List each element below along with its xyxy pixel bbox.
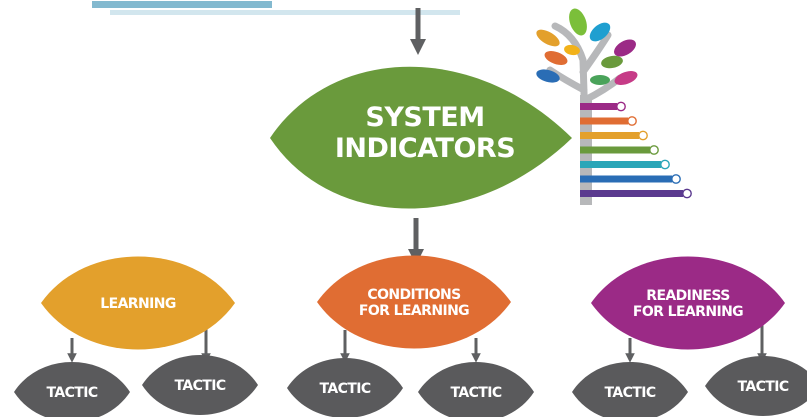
learning-tactic-1: TACTIC xyxy=(14,362,130,417)
top-caption-blur-2 xyxy=(110,10,460,15)
tree-graphic xyxy=(536,8,692,205)
tree-band-7 xyxy=(580,188,692,199)
system-indicators-line2: INDICATORS xyxy=(335,133,515,164)
tree-band-bar xyxy=(580,132,639,139)
tree-band-badge xyxy=(649,145,659,155)
learning-tactic-1-leaf xyxy=(14,362,130,417)
tree-leaf xyxy=(590,75,610,85)
tree-band-badge xyxy=(627,116,637,126)
learning-tactic-2-label: TACTIC xyxy=(174,378,225,394)
tree-band-bar xyxy=(580,190,683,197)
top-caption xyxy=(92,1,460,15)
conditions-tactic-1-leaf xyxy=(287,358,403,417)
tree-leaf xyxy=(614,39,636,57)
readiness-tactic-2: TACTIC xyxy=(705,356,807,416)
system-indicators-leaf xyxy=(270,66,572,209)
tree-band-badge xyxy=(638,130,648,141)
learning-tactic-2-leaf xyxy=(142,355,258,415)
readiness-label-line-2: FOR LEARNING xyxy=(633,304,743,320)
tree-band-1 xyxy=(580,101,626,112)
readiness-tactic-2-label: TACTIC xyxy=(737,379,788,395)
learning-leaf xyxy=(41,256,235,350)
tree-band-6 xyxy=(580,174,681,184)
branch-learning: LEARNING TACTIC TACTIC xyxy=(14,256,258,417)
learning-tactic-1-label: TACTIC xyxy=(46,385,97,401)
learning-label-line-1: LEARNING xyxy=(100,296,176,312)
tree-band-bar xyxy=(580,175,672,183)
conditions-tactic-2-label: TACTIC xyxy=(450,385,501,401)
learning-tactic-2: TACTIC xyxy=(142,355,258,415)
tree-band-5 xyxy=(580,159,670,170)
tree-band-2 xyxy=(580,116,637,126)
readiness-tactic-1-label: TACTIC xyxy=(604,385,655,401)
conditions-label-line-1: CONDITIONS xyxy=(367,287,461,303)
tree-leaf xyxy=(564,44,580,56)
conditions-tactic-1: TACTIC xyxy=(287,358,403,417)
tree-band-bar xyxy=(580,117,628,125)
tree-leaf xyxy=(569,8,587,36)
conditions-tactic-2: TACTIC xyxy=(418,362,534,417)
readiness-tactic-1: TACTIC xyxy=(572,362,688,417)
tree-band-badge xyxy=(660,159,670,170)
tree-leaf xyxy=(544,51,568,65)
readiness-leaf xyxy=(591,256,785,350)
system-indicators-line1: SYSTEM xyxy=(365,102,484,133)
tree-leaf xyxy=(614,71,638,85)
tree-leaf xyxy=(589,22,611,42)
readiness-tactic-1-leaf xyxy=(572,362,688,417)
system-indicators-node: SYSTEM INDICATORS xyxy=(270,66,572,209)
tree-leaf xyxy=(601,55,623,69)
tree-leaf xyxy=(536,69,560,83)
readiness-tactic-2-leaf xyxy=(705,356,807,416)
tree-leaf xyxy=(536,29,560,47)
tree-band-badge xyxy=(682,188,692,199)
tree-band-badge xyxy=(616,101,626,112)
tree-band-3 xyxy=(580,130,648,141)
tree-band-bar xyxy=(580,103,617,110)
tree-band-bar xyxy=(580,161,661,168)
tree-band-badge xyxy=(671,174,681,184)
conditions-tactic-1-label: TACTIC xyxy=(319,381,370,397)
conditions-label-line-2: FOR LEARNING xyxy=(359,303,469,319)
tree-band-4 xyxy=(580,145,659,155)
readiness-label-line-1: READINESS xyxy=(646,288,730,304)
tree-trunk xyxy=(546,22,624,194)
tree-band-bar xyxy=(580,146,650,154)
top-caption-blur-1 xyxy=(92,1,272,8)
conditions-leaf xyxy=(317,255,511,349)
conditions-tactic-2-leaf xyxy=(418,362,534,417)
